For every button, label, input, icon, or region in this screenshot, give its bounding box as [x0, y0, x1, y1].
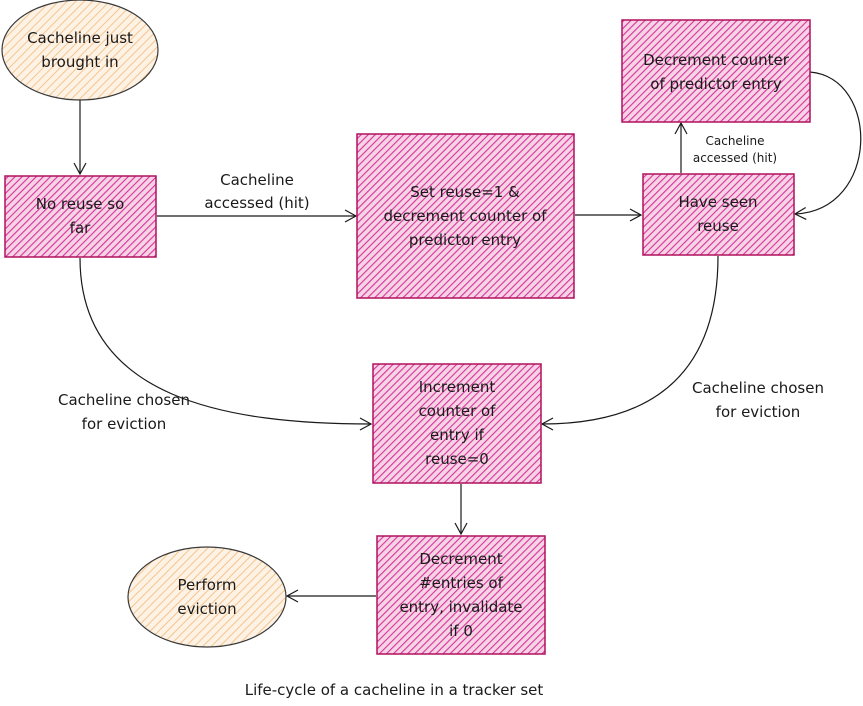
- node-label-line: far: [70, 219, 91, 237]
- node-label-line: brought in: [41, 53, 118, 71]
- edge-label-line: accessed (hit): [204, 194, 309, 212]
- edge-label-line: Cacheline: [706, 134, 765, 148]
- edge-label-accessed-hit: Cacheline accessed (hit): [204, 171, 309, 212]
- edge-label-chosen-left: Cacheline chosen for eviction: [58, 391, 190, 433]
- node-label-line: Cacheline just: [27, 29, 133, 47]
- node-label-line: Decrement counter: [643, 51, 790, 69]
- node-label-line: entry, invalidate: [399, 598, 522, 616]
- edge-label-line: for eviction: [716, 403, 801, 421]
- node-label-line: reuse: [697, 217, 739, 235]
- node-increment-counter: Increment counter of entry if reuse=0: [372, 363, 542, 484]
- node-decrement-entries: Decrement #entries of entry, invalidate …: [376, 535, 546, 655]
- edge-label-line: Cacheline: [220, 171, 294, 189]
- edge-decrement-counter-to-have-seen: [793, 71, 862, 220]
- node-label-line: eviction: [177, 600, 236, 618]
- edge-label-chosen-right: Cacheline chosen for eviction: [692, 379, 824, 421]
- node-label-line: of predictor entry: [650, 75, 782, 93]
- node-label-line: No reuse so: [36, 195, 125, 213]
- edge-label-line: Cacheline chosen: [58, 391, 190, 409]
- node-label-line: #entries of: [419, 574, 504, 592]
- node-no-reuse-so-far: No reuse so far: [4, 175, 157, 258]
- node-perform-eviction: Perform eviction: [127, 546, 287, 648]
- node-label-line: reuse=0: [425, 450, 489, 468]
- edge-label-line: Cacheline chosen: [692, 379, 824, 397]
- node-label-line: Have seen: [678, 193, 757, 211]
- edge-have-seen-to-increment: [540, 255, 719, 431]
- edge-no-reuse-to-increment: [79, 257, 373, 431]
- node-label-line: decrement counter of: [383, 207, 547, 225]
- diagram-caption: Life-cycle of a cacheline in a tracker s…: [245, 681, 544, 699]
- node-label-line: counter of: [419, 402, 497, 420]
- edge-label-line: accessed (hit): [693, 151, 777, 165]
- node-cacheline-brought-in: Cacheline just brought in: [1, 0, 159, 101]
- node-label-line: Decrement: [419, 550, 502, 568]
- node-decrement-counter: Decrement counter of predictor entry: [621, 19, 811, 123]
- node-label-line: if 0: [449, 622, 473, 640]
- node-label-line: Set reuse=1 &: [410, 183, 520, 201]
- node-have-seen-reuse: Have seen reuse: [642, 173, 795, 256]
- node-label-line: Perform: [178, 576, 237, 594]
- node-label-line: predictor entry: [409, 231, 521, 249]
- node-label-line: Increment: [419, 378, 496, 396]
- edge-label-line: for eviction: [82, 415, 167, 433]
- node-label-line: entry if: [430, 426, 485, 444]
- node-set-reuse: Set reuse=1 & decrement counter of predi…: [356, 133, 575, 299]
- edge-label-accessed-hit-small: Cacheline accessed (hit): [693, 134, 777, 165]
